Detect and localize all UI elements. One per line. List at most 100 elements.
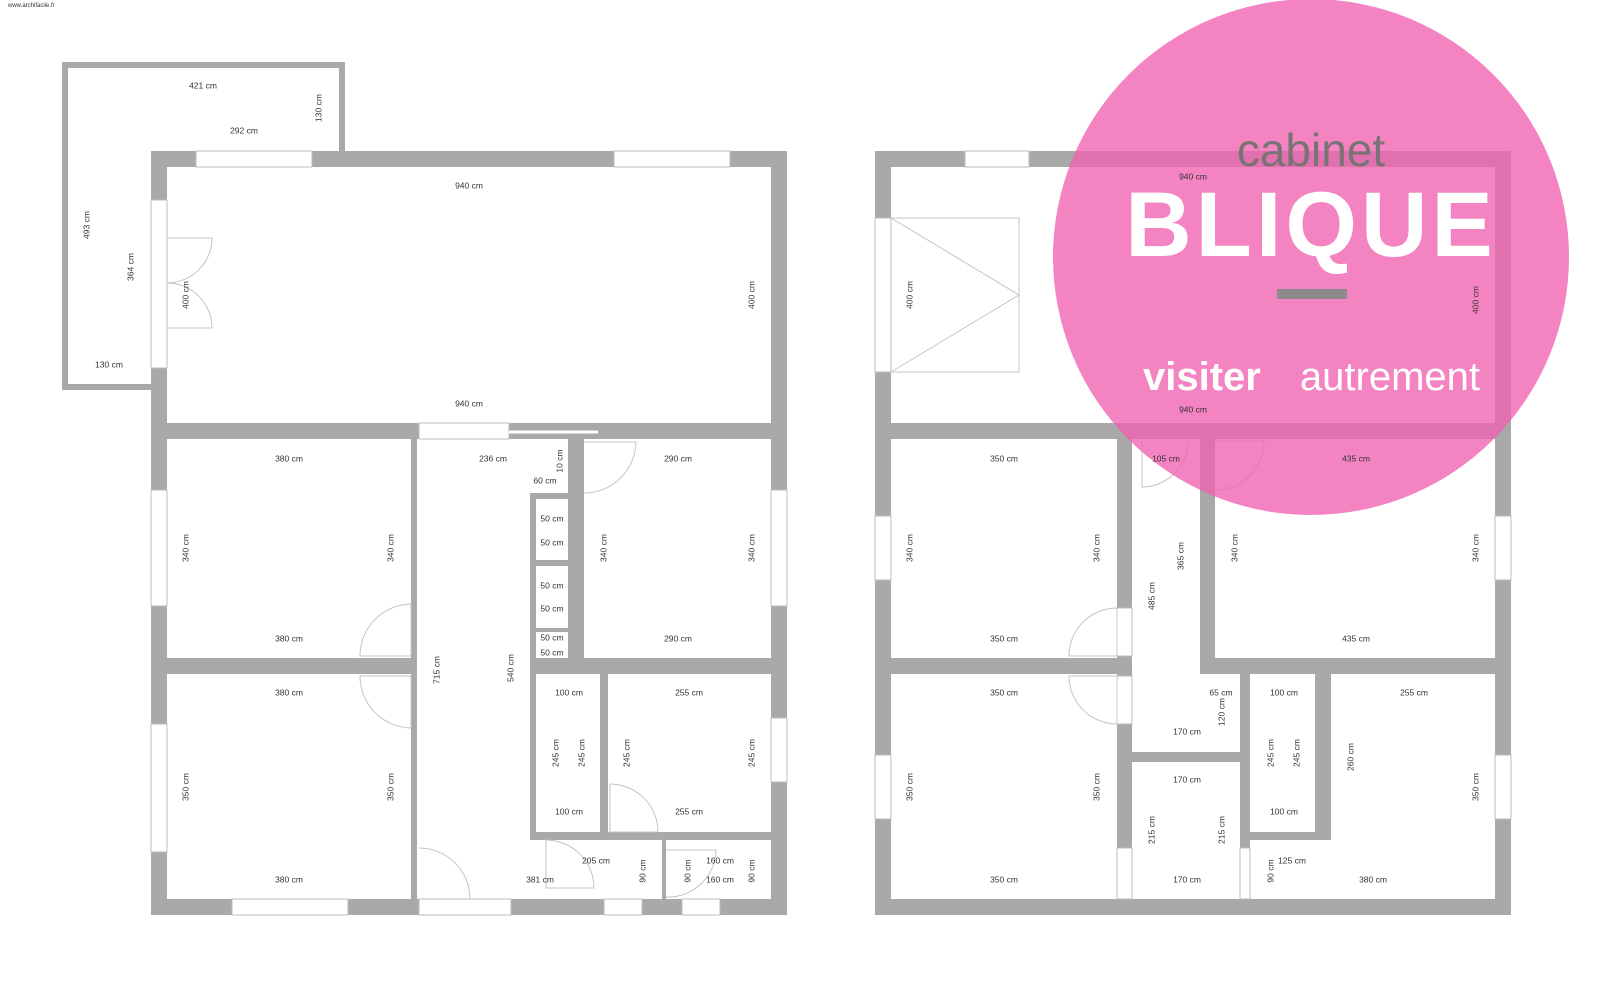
dimension-label: 100 cm bbox=[555, 687, 583, 697]
door-swing bbox=[545, 839, 595, 889]
dimension-label: 400 cm bbox=[180, 281, 190, 309]
window bbox=[150, 199, 168, 369]
dimension-label: 435 cm bbox=[1342, 453, 1370, 463]
dimension-label: 292 cm bbox=[230, 125, 258, 135]
dimension-label: 205 cm bbox=[582, 855, 610, 865]
dimension-label: 350 cm bbox=[990, 874, 1018, 884]
window bbox=[603, 898, 643, 916]
wall bbox=[1200, 439, 1215, 674]
terrace-wall bbox=[339, 62, 345, 157]
plan-ground-floor bbox=[62, 62, 788, 916]
dimension-label: 290 cm bbox=[664, 633, 692, 643]
door-swing bbox=[665, 849, 717, 898]
window bbox=[195, 150, 313, 168]
dimension-label: 245 cm bbox=[1291, 739, 1301, 767]
dimension-label: 245 cm bbox=[1265, 739, 1275, 767]
dimension-label: 380 cm bbox=[1359, 874, 1387, 884]
dimension-label: 350 cm bbox=[990, 633, 1018, 643]
dimension-label: 10 cm bbox=[554, 449, 564, 472]
wall bbox=[600, 674, 608, 840]
dimension-label: 160 cm bbox=[706, 874, 734, 884]
dimension-label: 50 cm bbox=[540, 537, 563, 547]
dimension-label: 380 cm bbox=[275, 874, 303, 884]
door-swing bbox=[166, 237, 213, 329]
dimension-label: 90 cm bbox=[746, 859, 756, 882]
dimension-label: 340 cm bbox=[385, 534, 395, 562]
dimension-label: 170 cm bbox=[1173, 726, 1201, 736]
dimension-label: 245 cm bbox=[576, 739, 586, 767]
wall bbox=[1315, 674, 1331, 840]
dimension-label: 236 cm bbox=[479, 453, 507, 463]
dimension-label: 350 cm bbox=[990, 687, 1018, 697]
dimension-label: 380 cm bbox=[275, 453, 303, 463]
dimension-label: 400 cm bbox=[1470, 286, 1480, 314]
dimension-label: 215 cm bbox=[1146, 816, 1156, 844]
dimension-label: 170 cm bbox=[1173, 874, 1201, 884]
wall bbox=[530, 493, 536, 840]
dimension-label: 50 cm bbox=[540, 513, 563, 523]
window bbox=[613, 150, 731, 168]
dimension-label: 380 cm bbox=[275, 687, 303, 697]
dimension-label: 340 cm bbox=[904, 534, 914, 562]
dimension-label: 100 cm bbox=[555, 806, 583, 816]
dimension-label: 400 cm bbox=[746, 281, 756, 309]
door-swing bbox=[418, 847, 471, 900]
window bbox=[874, 217, 892, 373]
logo-bar bbox=[1277, 289, 1347, 299]
dimension-label: 350 cm bbox=[1091, 773, 1101, 801]
dimension-label: 100 cm bbox=[1270, 687, 1298, 697]
dimension-label: 340 cm bbox=[1229, 534, 1239, 562]
dimension-label: 170 cm bbox=[1173, 774, 1201, 784]
window bbox=[874, 754, 892, 820]
dimension-label: 50 cm bbox=[540, 580, 563, 590]
dimension-label: 493 cm bbox=[81, 211, 91, 239]
wall bbox=[1200, 658, 1511, 674]
dimension-label: 290 cm bbox=[664, 453, 692, 463]
wall bbox=[568, 439, 584, 658]
dimension-label: 350 cm bbox=[904, 773, 914, 801]
dimension-label: 50 cm bbox=[540, 632, 563, 642]
window bbox=[874, 515, 892, 581]
dimension-label: 365 cm bbox=[1175, 542, 1185, 570]
dimension-label: 350 cm bbox=[990, 453, 1018, 463]
wall bbox=[1250, 832, 1331, 840]
dimension-label: 340 cm bbox=[1470, 534, 1480, 562]
dimension-label: 340 cm bbox=[1091, 534, 1101, 562]
dimension-label: 90 cm bbox=[1265, 859, 1275, 882]
dimension-label: 50 cm bbox=[540, 647, 563, 657]
dimension-label: 350 cm bbox=[1470, 773, 1480, 801]
door-swing bbox=[1068, 607, 1118, 657]
dimension-label: 380 cm bbox=[275, 633, 303, 643]
dimension-label: 100 cm bbox=[1270, 806, 1298, 816]
dimension-label: 940 cm bbox=[455, 398, 483, 408]
door-swing bbox=[609, 783, 659, 833]
window bbox=[681, 898, 721, 916]
window bbox=[964, 150, 1030, 168]
dimension-label: 940 cm bbox=[1179, 404, 1207, 414]
wall bbox=[151, 658, 417, 674]
dimension-label: 381 cm bbox=[526, 874, 554, 884]
door-swing bbox=[359, 603, 412, 657]
wall bbox=[875, 899, 1511, 915]
dimension-label: 940 cm bbox=[455, 180, 483, 190]
dimension-label: 400 cm bbox=[904, 281, 914, 309]
door-frame bbox=[1116, 675, 1133, 725]
window bbox=[418, 898, 512, 916]
window bbox=[1494, 515, 1512, 581]
logo-cabinet: cabinet bbox=[1237, 124, 1386, 176]
dimension-label: 715 cm bbox=[431, 656, 441, 684]
window bbox=[770, 717, 788, 783]
dimension-label: 245 cm bbox=[550, 739, 560, 767]
wall bbox=[662, 840, 666, 899]
window bbox=[150, 723, 168, 853]
dimension-label: 60 cm bbox=[533, 475, 556, 485]
wall bbox=[536, 560, 568, 566]
dimension-label: 245 cm bbox=[746, 739, 756, 767]
dimension-label: 340 cm bbox=[598, 534, 608, 562]
terrace-wall bbox=[62, 62, 345, 68]
dimension-label: 260 cm bbox=[1345, 743, 1355, 771]
dimension-label: 255 cm bbox=[1400, 687, 1428, 697]
door-frame bbox=[1116, 847, 1133, 900]
dimension-label: 125 cm bbox=[1278, 855, 1306, 865]
dimension-label: 255 cm bbox=[675, 806, 703, 816]
